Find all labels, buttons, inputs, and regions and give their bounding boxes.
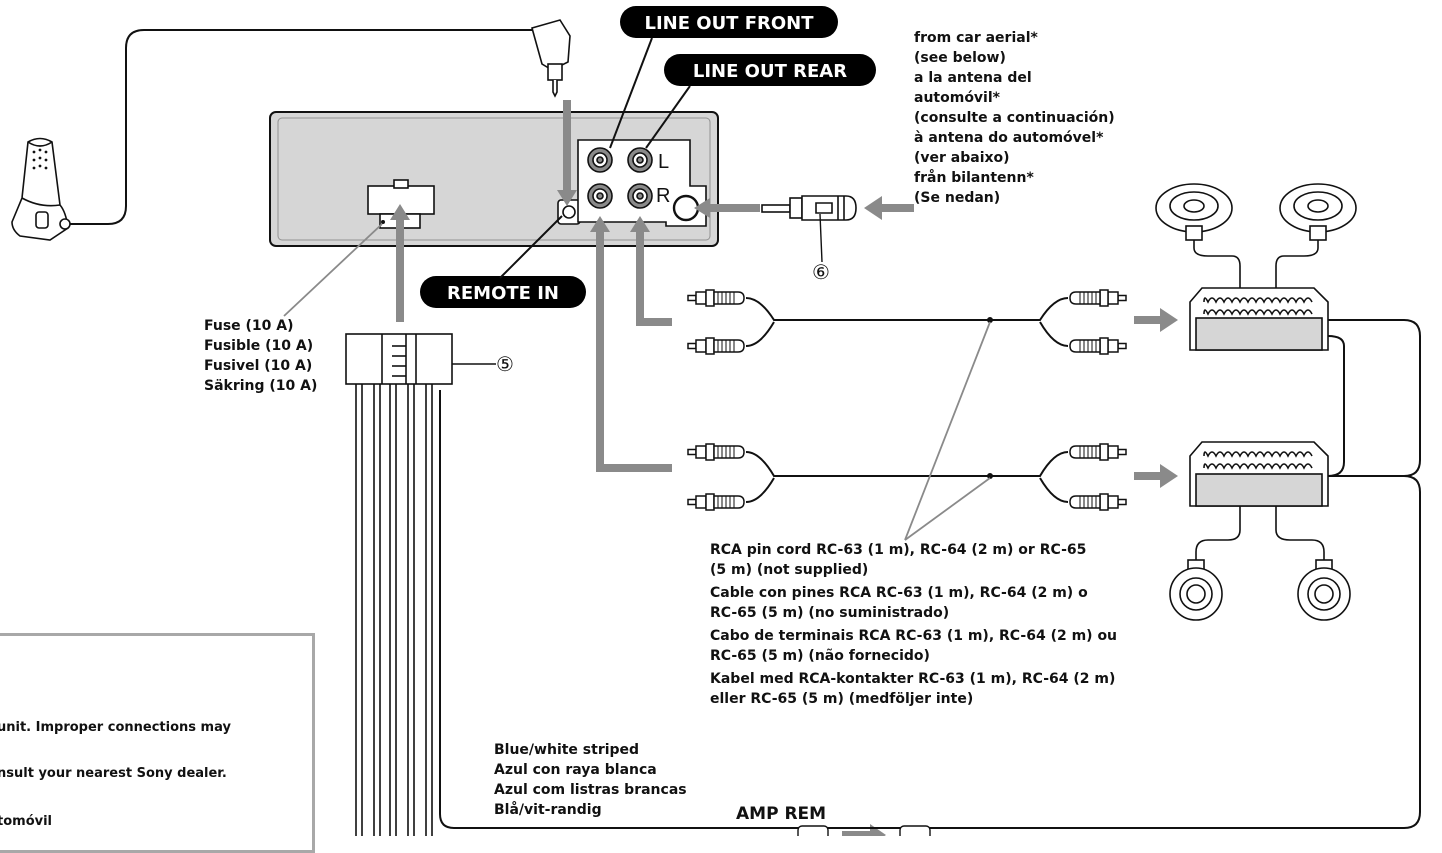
cable-line: RCA pin cord RC-63 (1 m), RC-64 (2 m) or…: [710, 542, 1087, 558]
panel-label-left: L: [658, 151, 669, 173]
cable-group-en: RCA pin cord RC-63 (1 m), RC-64 (2 m) or…: [710, 540, 1117, 580]
wire-line: Blue/white striped: [494, 742, 640, 758]
badge-line-out-rear: LINE OUT REAR: [664, 54, 876, 86]
fuse-line: Fuse (10 A): [204, 318, 294, 334]
rca-output-panel: [577, 139, 707, 227]
badge-remote-in: REMOTE IN: [420, 276, 586, 308]
wire-line: Azul con raya blanca: [494, 762, 657, 778]
fuse-line: Säkring (10 A): [204, 378, 318, 394]
aerial-line: (see below): [914, 50, 1006, 66]
callout-fuse-harness: ⑤: [496, 352, 514, 376]
aerial-line: (Se nedan): [914, 190, 1001, 206]
cable-line: RC-65 (5 m) (no suministrado): [710, 605, 950, 621]
aerial-adapter: [761, 195, 857, 221]
aerial-line: a la antena del: [914, 70, 1032, 86]
rear-speakers: [1169, 506, 1351, 621]
rca-cable-label: RCA pin cord RC-63 (1 m), RC-64 (2 m) or…: [710, 540, 1117, 712]
svg-text:LINE OUT REAR: LINE OUT REAR: [693, 61, 847, 82]
notice-line: unit. Improper connections may: [0, 720, 231, 735]
wire-line: Azul com listras brancas: [494, 782, 687, 798]
aerial-line: from car aerial*: [914, 30, 1038, 46]
remote-in-jack: [557, 199, 581, 225]
wire-line: Blå/vit-randig: [494, 802, 602, 818]
amplifier-rear: [1189, 441, 1329, 507]
connection-arrows: [390, 100, 1178, 836]
power-harness: [345, 333, 453, 836]
wire-color-label: Blue/white striped Azul con raya blanca …: [494, 740, 687, 820]
mini-jack-plug: [531, 19, 571, 98]
remote-cable: [70, 29, 536, 225]
aerial-line: automóvil*: [914, 90, 1000, 106]
amp-rem-label: AMP REM: [736, 804, 827, 824]
cable-line: Cable con pines RCA RC-63 (1 m), RC-64 (…: [710, 585, 1088, 601]
badge-line-out-front: LINE OUT FRONT: [620, 6, 838, 38]
fuse-line: Fusivel (10 A): [204, 358, 313, 374]
aerial-instructions: from car aerial* (see below) a la antena…: [914, 28, 1115, 208]
cable-group-sv: Kabel med RCA-kontakter RC-63 (1 m), RC-…: [710, 669, 1117, 709]
aerial-line: (consulte a continuación): [914, 110, 1115, 126]
fuse-label: Fuse (10 A) Fusible (10 A) Fusivel (10 A…: [204, 316, 317, 396]
cable-line: Kabel med RCA-kontakter RC-63 (1 m), RC-…: [710, 671, 1116, 687]
cable-line: Cabo de terminais RCA RC-63 (1 m), RC-64…: [710, 628, 1118, 644]
notice-line: nsult your nearest Sony dealer.: [0, 766, 227, 781]
callout-aerial-adapter: ⑥: [812, 260, 830, 284]
aerial-line: från bilantenn*: [914, 170, 1034, 186]
cable-line: (5 m) (not supplied): [710, 562, 869, 578]
aerial-line: à antena do automóvel*: [914, 130, 1104, 146]
notice-box: unit. Improper connections may nsult you…: [0, 633, 315, 853]
rca-cord-front: [745, 297, 1069, 347]
fuse-line: Fusible (10 A): [204, 338, 314, 354]
front-speakers: [1155, 183, 1357, 288]
cable-line: eller RC-65 (5 m) (medföljer inte): [710, 691, 974, 707]
cable-line: RC-65 (5 m) (não fornecido): [710, 648, 930, 664]
amp-rem-connectors: [797, 825, 931, 836]
aerial-line: (ver abaixo): [914, 150, 1010, 166]
notice-line: tomóvil: [0, 814, 53, 829]
remote-commander: [11, 137, 71, 241]
panel-label-right: R: [656, 185, 670, 207]
rca-cord-rear: [745, 451, 1069, 503]
svg-text:LINE OUT FRONT: LINE OUT FRONT: [644, 13, 814, 34]
cable-group-es: Cable con pines RCA RC-63 (1 m), RC-64 (…: [710, 583, 1117, 623]
cable-group-pt: Cabo de terminais RCA RC-63 (1 m), RC-64…: [710, 626, 1117, 666]
svg-text:REMOTE IN: REMOTE IN: [447, 283, 559, 304]
amplifier-front: [1189, 287, 1329, 351]
